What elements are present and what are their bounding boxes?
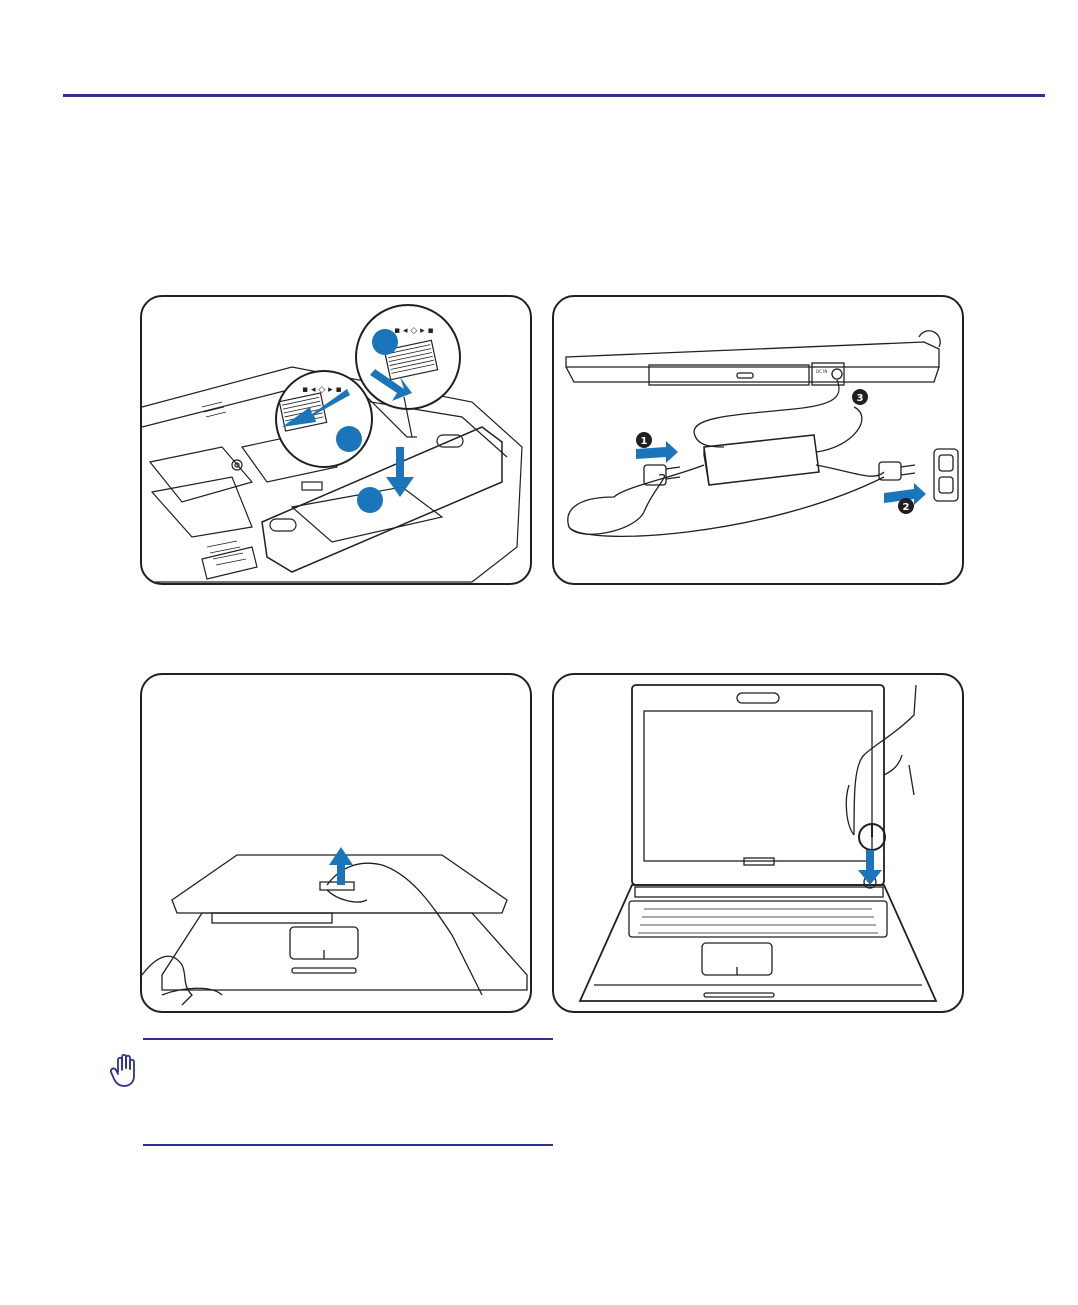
power-on-drawing — [554, 675, 964, 1013]
open-lid-illustration — [140, 673, 532, 1013]
ac-power-drawing: 1 2 3 DC IN — [554, 297, 964, 585]
note-top-rule — [143, 1038, 553, 1040]
power-on-illustration — [552, 673, 964, 1013]
note-bottom-rule — [143, 1144, 553, 1146]
open-lid-drawing — [142, 675, 532, 1013]
svg-text:▪ ◂ ◇ ▸ ▪: ▪ ◂ ◇ ▸ ▪ — [394, 326, 434, 336]
hand-stop-icon — [110, 1052, 140, 1088]
ac-step-marker-1: 1 — [641, 436, 648, 447]
ac-step-marker-2: 2 — [903, 502, 910, 513]
svg-text:▪ ◂ ◇ ▸ ▪: ▪ ◂ ◇ ▸ ▪ — [302, 385, 342, 395]
header-rule — [63, 94, 1045, 97]
ac-step-marker-3: 3 — [857, 393, 864, 404]
battery-install-illustration: ▪ ◂ ◇ ▸ ▪ ▪ ◂ ◇ ▸ ▪ — [140, 295, 532, 585]
dc-in-port-label: DC IN — [816, 369, 827, 374]
battery-install-drawing: ▪ ◂ ◇ ▸ ▪ ▪ ◂ ◇ ▸ ▪ — [142, 297, 532, 585]
ac-power-connect-illustration: 1 2 3 DC IN — [552, 295, 964, 585]
